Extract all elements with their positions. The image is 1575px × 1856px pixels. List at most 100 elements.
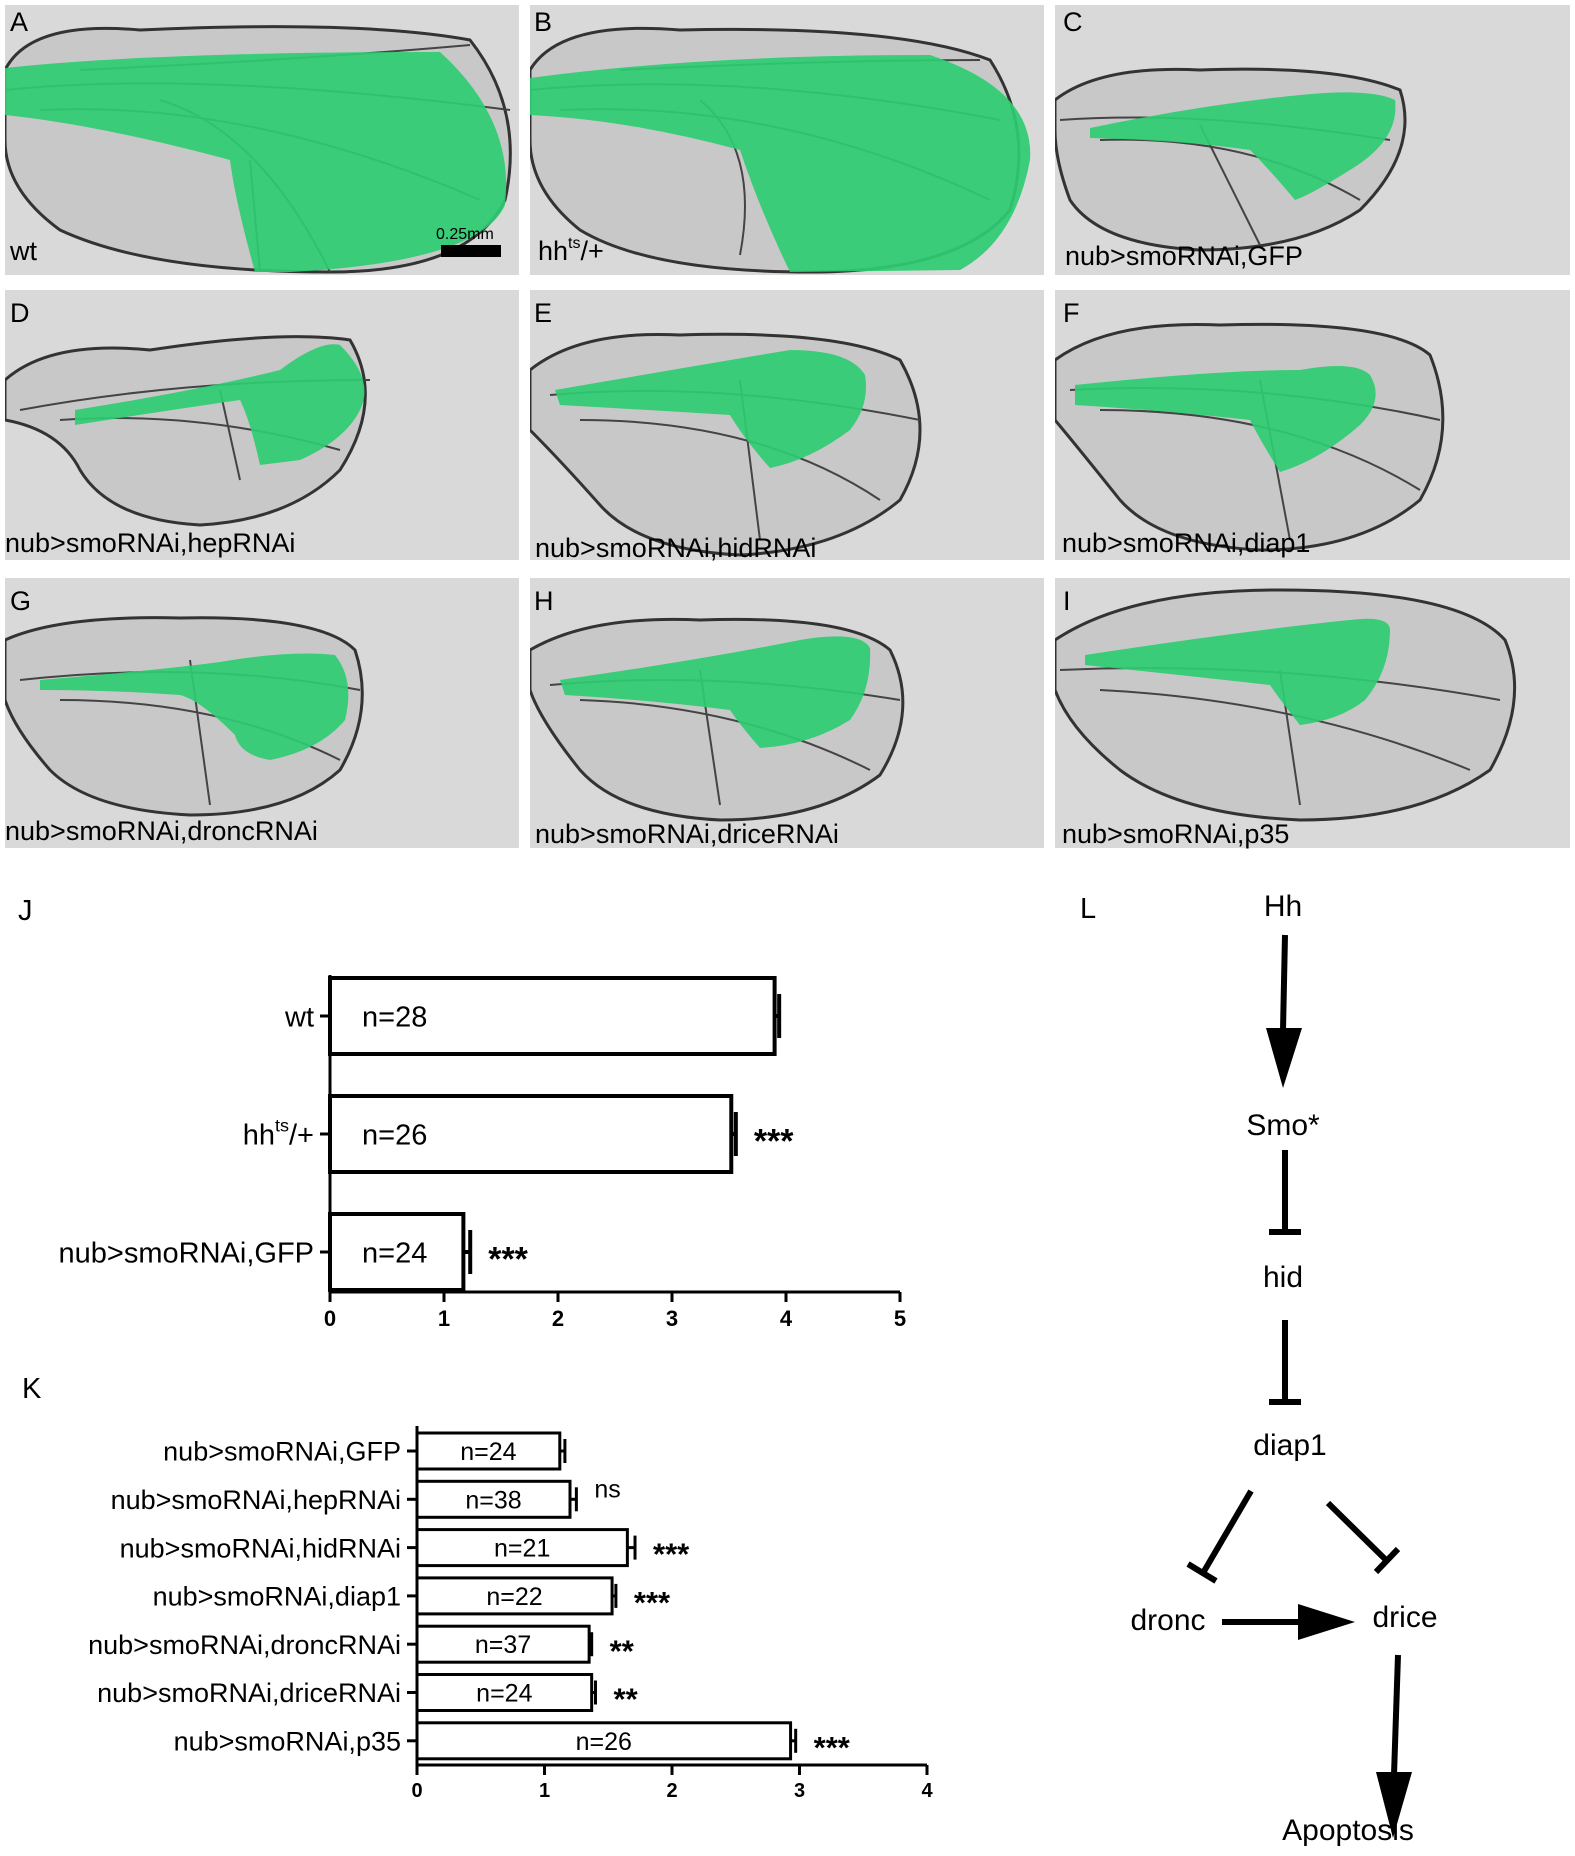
green-highlight	[555, 350, 866, 468]
green-highlight	[5, 52, 507, 272]
scale-bar	[441, 245, 501, 257]
node-drice: drice	[1372, 1601, 1437, 1634]
x-tick-label: 0	[411, 1780, 422, 1802]
panel-letter-k: K	[22, 1373, 42, 1405]
node-smo: Smo*	[1246, 1109, 1320, 1142]
n-label: n=24	[460, 1438, 516, 1466]
n-label: n=22	[486, 1583, 542, 1611]
panel-letter-f: F	[1063, 298, 1080, 328]
scale-bar-label: 0.25mm	[436, 226, 494, 243]
genotype-f: nub>smoRNAi,diap1	[1062, 528, 1310, 558]
x-tick-label: 2	[666, 1780, 677, 1802]
n-label: n=26	[576, 1728, 632, 1756]
genotype-e: nub>smoRNAi,hidRNAi	[535, 533, 816, 563]
node-apoptosis: Apoptosis	[1282, 1814, 1414, 1847]
x-tick-label: 4	[921, 1780, 933, 1802]
inhibit-diap1-dronc-bar	[1186, 1561, 1218, 1584]
panel-a	[5, 5, 519, 275]
x-tick-label: 3	[666, 1306, 678, 1331]
n-label: n=24	[476, 1680, 532, 1708]
green-highlight	[1090, 92, 1396, 200]
node-dronc: dronc	[1130, 1604, 1205, 1637]
arrow-hh-smo-head	[1266, 1028, 1302, 1088]
x-tick-label: 1	[539, 1780, 550, 1802]
n-label: n=24	[362, 1237, 427, 1269]
category-label: wt	[284, 1001, 314, 1033]
inhibit-diap1-drice-bar	[1373, 1546, 1401, 1575]
inhibit-diap1-drice-shaft	[1325, 1500, 1390, 1564]
bar	[415, 1431, 562, 1471]
panel-g	[5, 578, 519, 848]
green-highlight	[1085, 618, 1390, 725]
bar	[328, 976, 777, 1056]
arrow-dronc-drice-head	[1298, 1604, 1355, 1640]
significance-label: **	[610, 1633, 635, 1668]
n-label: n=28	[362, 1001, 427, 1033]
panel-letter-i: I	[1063, 586, 1071, 616]
green-highlight	[75, 344, 365, 465]
genotype-g: nub>smoRNAi,droncRNAi	[5, 816, 318, 846]
x-tick-label: 2	[552, 1306, 564, 1331]
bar	[415, 1673, 594, 1712]
arrow-drice-apoptosis-head	[1376, 1772, 1412, 1838]
category-label: nub>smoRNAi,droncRNAi	[88, 1630, 401, 1660]
inhibit-diap1-dronc-shaft	[1200, 1489, 1254, 1575]
genotype-d: nub>smoRNAi,hepRNAi	[5, 528, 295, 558]
significance-label: ***	[634, 1585, 671, 1620]
category-label: nub>smoRNAi,hepRNAi	[111, 1485, 401, 1515]
bar	[415, 1721, 793, 1761]
category-label: nub>smoRNAi,GFP	[163, 1437, 401, 1467]
panel-letter-b: B	[534, 7, 552, 37]
significance-label: ***	[488, 1241, 528, 1279]
green-highlight	[40, 653, 349, 760]
x-tick-label: 4	[780, 1306, 793, 1331]
panel-letter-h: H	[534, 586, 554, 616]
node-hh: Hh	[1264, 890, 1302, 923]
bar	[328, 1212, 466, 1292]
green-highlight	[530, 55, 1031, 272]
genotype-b: hhts/+	[538, 235, 604, 266]
x-tick-label: 3	[794, 1780, 805, 1802]
pathway-diagram: L Hh Smo* hid diap1 dronc drice Apoptosi…	[1080, 890, 1438, 1847]
significance-label: ns	[594, 1475, 620, 1503]
category-label: nub>smoRNAi,diap1	[153, 1582, 401, 1612]
x-tick-label: 1	[438, 1306, 450, 1331]
arrow-hh-smo-shaft	[1280, 934, 1288, 1031]
category-label: nub>smoRNAi,driceRNAi	[97, 1678, 401, 1708]
n-label: n=21	[494, 1535, 550, 1563]
panel-letter-l: L	[1080, 893, 1096, 925]
genotype-i: nub>smoRNAi,p35	[1062, 819, 1289, 849]
panel-c	[1055, 5, 1570, 275]
genotype-c: nub>smoRNAi,GFP	[1065, 241, 1303, 271]
significance-label: ***	[754, 1123, 794, 1161]
n-label: n=38	[465, 1486, 521, 1514]
significance-label: ***	[814, 1730, 851, 1765]
genotype-h: nub>smoRNAi,driceRNAi	[535, 819, 839, 849]
category-label: nub>smoRNAi,p35	[174, 1727, 401, 1757]
panel-letter-g: G	[10, 586, 31, 616]
node-hid: hid	[1263, 1261, 1303, 1294]
x-tick-label: 0	[324, 1306, 336, 1331]
panel-b	[530, 5, 1044, 275]
panel-h	[530, 578, 1044, 848]
bar-chart-k: 0 1 2 3 4 n=24 nub>smoRNAi,GFP n=38 ns nub>smoRNA…	[88, 1426, 933, 1802]
panel-f	[1055, 290, 1570, 560]
significance-label: **	[614, 1682, 639, 1717]
n-label: n=37	[475, 1631, 531, 1659]
panel-letter-c: C	[1063, 7, 1083, 37]
genotype-a: wt	[9, 236, 37, 266]
bar	[415, 1576, 614, 1616]
green-highlight	[1075, 366, 1376, 472]
category-label: nub>smoRNAi,hidRNAi	[120, 1533, 401, 1563]
panel-e	[530, 290, 1044, 560]
green-highlight	[560, 636, 871, 748]
panel-letter-d: D	[10, 298, 30, 328]
bar	[415, 1624, 591, 1664]
panel-letter-a: A	[10, 7, 28, 37]
panel-letter-e: E	[534, 298, 552, 328]
panel-letter-j: J	[18, 895, 33, 927]
arrow-drice-apoptosis-shaft	[1391, 1654, 1401, 1776]
n-label: n=26	[362, 1119, 427, 1151]
